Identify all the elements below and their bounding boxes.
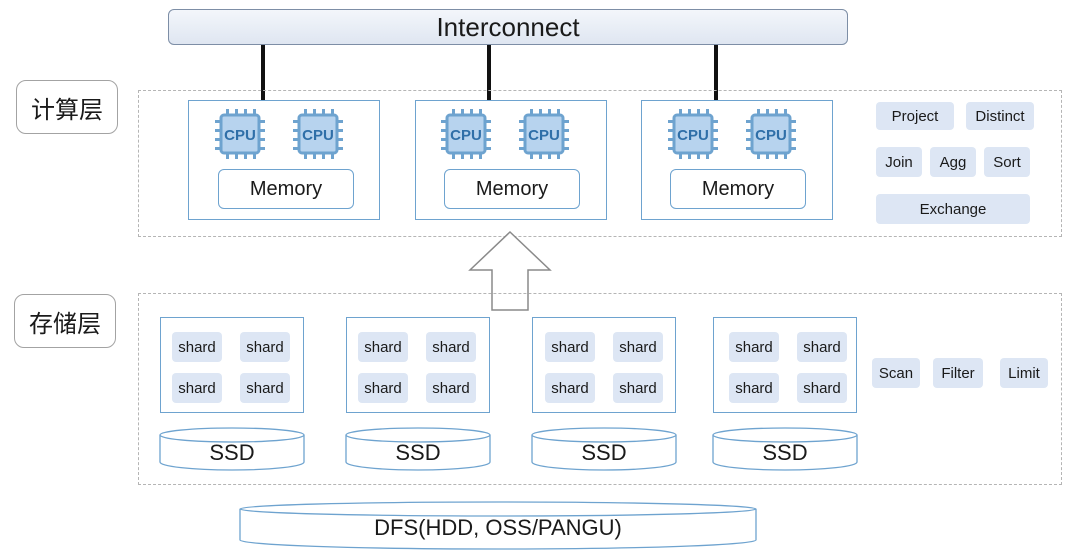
- connector-line: [714, 45, 718, 100]
- ssd-label-text: SSD: [395, 440, 441, 465]
- shard-label: shard: [178, 379, 216, 397]
- shard-chip: shard: [729, 373, 779, 403]
- storage-layer-label-text: 存储层: [29, 309, 101, 338]
- cpu-label: CPU: [224, 127, 256, 144]
- shard-label: shard: [735, 379, 773, 397]
- compute-layer-region: [138, 90, 1062, 237]
- ssd-label-text: SSD: [209, 440, 255, 465]
- memory-label: Memory: [249, 177, 323, 200]
- operator-label: Project: [891, 107, 939, 125]
- shard-label: shard: [619, 379, 657, 397]
- ssd-label: SSD: [160, 440, 304, 466]
- dfs-label: DFS(HDD, OSS/PANGU): [240, 514, 756, 542]
- disk-cylinder-icon: [712, 427, 858, 471]
- up-arrow-icon: [468, 230, 552, 311]
- operator-join: Join: [876, 147, 922, 177]
- operator-scan: Scan: [872, 358, 920, 388]
- operator-label: Agg: [939, 153, 967, 171]
- storage-layer-label: 存储层: [14, 294, 116, 348]
- operator-limit: Limit: [1000, 358, 1048, 388]
- disk-cylinder-icon: [531, 427, 677, 471]
- shard-chip: shard: [172, 373, 222, 403]
- ssd-label-text: SSD: [762, 440, 808, 465]
- storage-layer-region: [138, 293, 1062, 485]
- shard-chip: shard: [797, 332, 847, 362]
- shard-label: shard: [364, 338, 402, 356]
- compute-layer-label: 计算层: [16, 80, 118, 134]
- memory-box: Memory: [670, 169, 806, 209]
- memory-box: Memory: [218, 169, 354, 209]
- connector-line: [261, 45, 265, 100]
- ssd-label: SSD: [346, 440, 490, 466]
- operator-agg: Agg: [930, 147, 976, 177]
- shard-label: shard: [432, 379, 470, 397]
- cpu-chip-icon: CPU: [215, 109, 265, 159]
- memory-label: Memory: [701, 177, 775, 200]
- shard-chip: shard: [545, 332, 595, 362]
- operator-project: Project: [876, 102, 954, 130]
- cpu-chip-icon: CPU: [441, 109, 491, 159]
- operator-label: Join: [885, 153, 913, 171]
- operator-label: Scan: [878, 364, 914, 382]
- operator-label: Exchange: [919, 200, 987, 218]
- cpu-label: CPU: [302, 127, 334, 144]
- shard-chip: shard: [613, 332, 663, 362]
- shard-chip: shard: [545, 373, 595, 403]
- cpu-chip-icon: CPU: [668, 109, 718, 159]
- shard-label: shard: [803, 338, 841, 356]
- cpu-label: CPU: [677, 127, 709, 144]
- shard-label: shard: [246, 338, 284, 356]
- cpu-label: CPU: [528, 127, 560, 144]
- connector-line: [487, 45, 491, 100]
- cpu-label: CPU: [450, 127, 482, 144]
- cpu-chip-icon: CPU: [293, 109, 343, 159]
- operator-label: Limit: [1008, 364, 1040, 382]
- compute-layer-label-text: 计算层: [31, 95, 103, 124]
- disk-cylinder-icon: [159, 427, 305, 471]
- interconnect-label: Interconnect: [436, 11, 580, 42]
- shard-label: shard: [619, 338, 657, 356]
- shard-chip: shard: [358, 332, 408, 362]
- dfs-cylinder-icon: [239, 501, 757, 550]
- cpu-label: CPU: [755, 127, 787, 144]
- ssd-label: SSD: [532, 440, 676, 466]
- operator-filter: Filter: [933, 358, 983, 388]
- memory-label: Memory: [475, 177, 549, 200]
- shard-chip: shard: [797, 373, 847, 403]
- interconnect-bar: Interconnect: [168, 9, 848, 45]
- shard-label: shard: [551, 338, 589, 356]
- disk-cylinder-icon: [345, 427, 491, 471]
- operator-label: Sort: [993, 153, 1021, 171]
- shard-chip: shard: [426, 373, 476, 403]
- shard-label: shard: [735, 338, 773, 356]
- shard-chip: shard: [613, 373, 663, 403]
- shard-label: shard: [178, 338, 216, 356]
- shard-chip: shard: [426, 332, 476, 362]
- operator-distinct: Distinct: [966, 102, 1034, 130]
- shard-label: shard: [364, 379, 402, 397]
- ssd-label: SSD: [713, 440, 857, 466]
- cpu-chip-icon: CPU: [746, 109, 796, 159]
- operator-label: Filter: [941, 364, 975, 382]
- shard-chip: shard: [240, 373, 290, 403]
- shard-label: shard: [803, 379, 841, 397]
- dfs-label-text: DFS(HDD, OSS/PANGU): [374, 515, 622, 540]
- shard-chip: shard: [358, 373, 408, 403]
- shard-chip: shard: [240, 332, 290, 362]
- shard-chip: shard: [729, 332, 779, 362]
- shard-label: shard: [246, 379, 284, 397]
- operator-sort: Sort: [984, 147, 1030, 177]
- memory-box: Memory: [444, 169, 580, 209]
- shard-chip: shard: [172, 332, 222, 362]
- shard-label: shard: [551, 379, 589, 397]
- shard-label: shard: [432, 338, 470, 356]
- cpu-chip-icon: CPU: [519, 109, 569, 159]
- operator-exchange: Exchange: [876, 194, 1030, 224]
- ssd-label-text: SSD: [581, 440, 627, 465]
- operator-label: Distinct: [975, 107, 1025, 125]
